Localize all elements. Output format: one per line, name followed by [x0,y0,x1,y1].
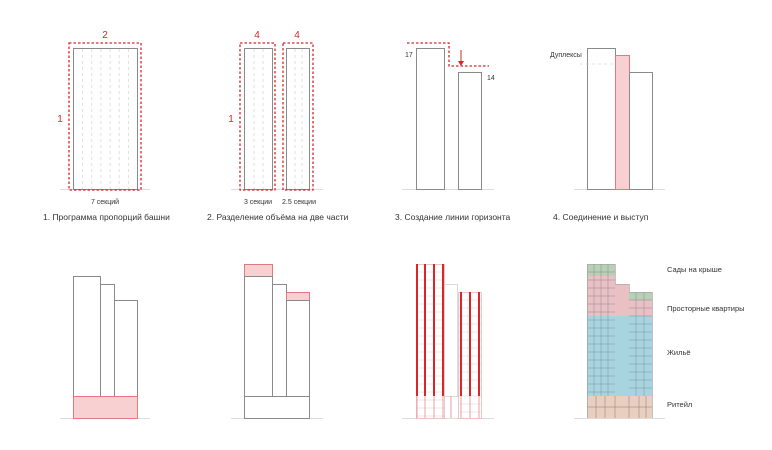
podium [244,396,310,419]
legend-retail: Ритейл [667,400,692,409]
facade-fin [469,292,471,396]
connector [100,284,115,397]
spacious-apartments-middle [615,284,629,316]
left-volume [244,48,273,190]
facade-fin [433,264,435,396]
proportion-frame [68,42,142,191]
arrow-head-icon [458,61,464,66]
facade-fin [460,292,462,396]
panel-2-split: 4 4 1 3 секции 2.5 секции 2. Разделение … [207,30,349,222]
program-blocks [587,264,653,418]
facade-outline [416,264,445,419]
tall-floors: 17 [405,52,413,59]
caption-2: 2. Разделение объёма на две части [207,212,349,222]
duplex-label: Дуплексы [550,52,582,59]
section-lines [253,49,303,189]
legend-housing: Жильё [667,348,691,357]
short-tower [629,72,653,190]
facade-fin [442,264,444,396]
connector [444,284,458,397]
caption-3: 3. Создание линии горизонта [395,212,511,222]
tall-tower [244,276,273,397]
sections-label: 7 секций [91,198,119,206]
short-tower [114,300,138,397]
facade-fin [416,264,418,396]
tall-tower [587,48,616,190]
left-frame [239,42,276,191]
right-frame [282,42,314,191]
right-sections: 2.5 секции [282,199,316,206]
outline [587,264,653,418]
left-sections: 3 секции [244,199,272,206]
panel-5-podium [60,276,150,419]
panel-8-program: Сады на крыше Просторные квартиры Жильё … [574,264,745,419]
legend-roof-gardens: Сады на крыше [667,265,722,274]
podium [73,396,138,419]
legend-spacious-apartments: Просторные квартиры [667,304,745,313]
panel-1-proportions: 2 1 7 секций 1. Программа пропорций башн… [43,30,170,222]
roof-top-right [286,292,310,301]
connector [272,284,287,397]
facade-fin [424,264,426,396]
roof-garden-right [629,292,652,300]
facade-fin [478,292,480,396]
caption-4: 4. Соединение и выступ [553,212,649,222]
section-lines [82,49,129,189]
tall-tower [416,48,445,190]
right-volume [286,48,310,190]
facade-grid [416,264,482,419]
short-tower [458,72,482,190]
caption-1: 1. Программа пропорций башни [43,212,170,222]
panel-6-roofs [231,264,323,419]
height-ratio: 1 [228,114,234,125]
width-ratio: 2 [102,30,108,41]
height-ratio: 1 [57,114,63,125]
left-ratio: 4 [254,30,260,41]
tower-volume [73,48,138,190]
panel-7-facade [402,264,494,419]
right-ratio: 4 [294,30,300,41]
panel-3-skyline: 17 14 3. Создание линии горизонта [395,42,511,222]
roof-top-left [244,264,273,277]
short-floors: 14 [487,75,495,82]
connector-volume [615,55,630,190]
panel-4-connection: Дуплексы 4. Соединение и выступ [550,48,665,222]
short-tower [286,300,310,397]
